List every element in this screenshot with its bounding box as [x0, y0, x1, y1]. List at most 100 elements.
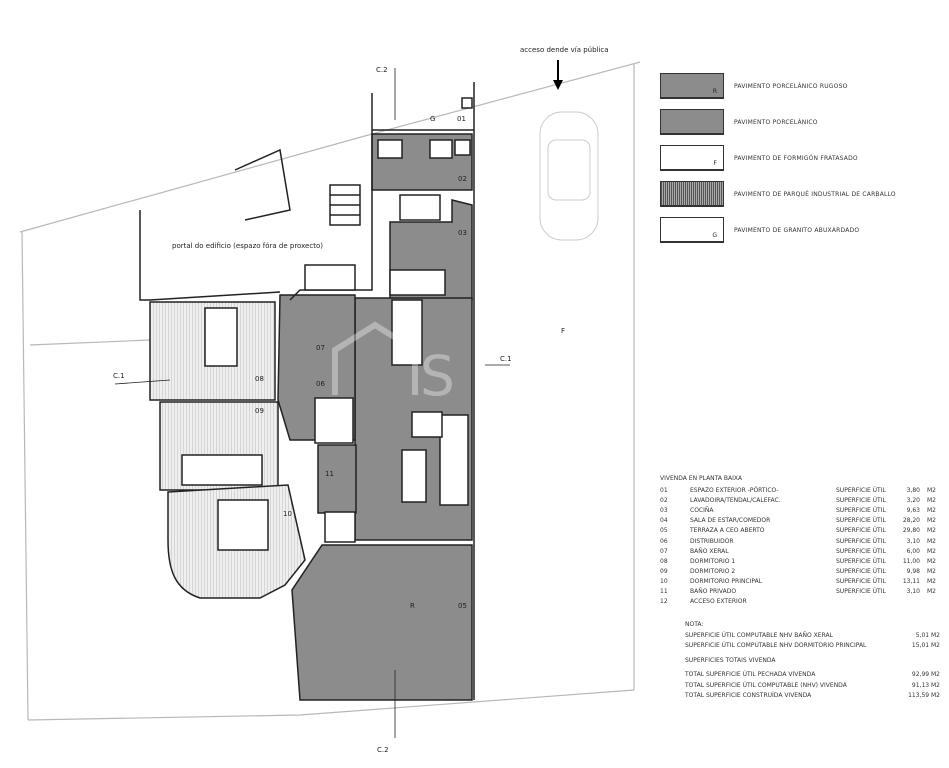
area-num: 02	[660, 497, 668, 505]
area-num: 06	[660, 537, 668, 545]
legend-label: PAVIMENTO PORCELÁNICO RUGOSO	[734, 82, 848, 90]
area-type: SUPERFICIE ÚTIL	[836, 507, 886, 515]
area-type: SUPERFICIE ÚTIL	[836, 517, 886, 525]
svg-text:S: S	[420, 344, 455, 408]
area-num: 05	[660, 527, 668, 535]
room-label-02: 02	[458, 175, 467, 183]
legend-code: R	[712, 88, 717, 95]
totals-title: SUPERFICIES TOTAIS VIVENDA	[685, 656, 776, 664]
area-name: LAVADOIRA/TENDAL/CALEFAC.	[690, 497, 781, 505]
area-type: SUPERFICIE ÚTIL	[836, 487, 886, 495]
legend-item: PAVIMENTO PORCELÁNICO	[660, 104, 896, 140]
section-lines	[114, 68, 510, 738]
room-label-11: 11	[325, 470, 334, 478]
area-name: DORMITORIO 1	[690, 557, 736, 565]
legend-item: R PAVIMENTO PORCELÁNICO RUGOSO	[660, 68, 896, 104]
area-unit: M2	[927, 557, 936, 565]
area-type: SUPERFICIE ÚTIL	[836, 577, 886, 585]
note-row: SUPERFICIE ÚTIL COMPUTABLE NHV DORMITORI…	[685, 641, 940, 652]
total-label: TOTAL SUPERFICIE ÚTIL PECHADA VIVENDA	[685, 671, 816, 678]
area-name: DORMITORIO PRINCIPAL	[690, 577, 763, 585]
total-value: 92,99 M2	[911, 671, 940, 678]
legend-code: G	[712, 232, 717, 239]
walls	[139, 82, 475, 700]
area-value: 28,20	[902, 517, 920, 525]
area-num: 09	[660, 567, 668, 575]
arrow-down-icon	[553, 60, 563, 90]
room-label-r: R	[410, 602, 415, 610]
area-value: 3,80	[906, 487, 920, 495]
legend: R PAVIMENTO PORCELÁNICO RUGOSO PAVIMENTO…	[660, 68, 896, 248]
area-value: 11,00	[902, 557, 920, 565]
area-unit: M2	[927, 577, 936, 585]
area-unit: M2	[927, 567, 936, 575]
total-label: TOTAL SUPERFICIE CONSTRUÍDA VIVENDA	[685, 692, 812, 699]
area-name: ACCESO EXTERIOR	[690, 598, 747, 606]
area-value	[894, 597, 920, 607]
room-label-09: 09	[255, 407, 264, 415]
area-unit: M2	[927, 507, 936, 515]
note-label: SUPERFICIE ÚTIL COMPUTABLE NHV DORMITORI…	[685, 642, 867, 649]
access-label: acceso dende vía pública	[520, 46, 609, 54]
area-unit	[920, 597, 936, 607]
area-type: SUPERFICIE ÚTIL	[836, 527, 886, 535]
area-unit: M2	[927, 537, 936, 545]
area-value: 13,11	[902, 577, 920, 585]
area-unit: M2	[927, 497, 936, 505]
area-name: ESPAZO EXTERIOR -PÓRTICO-	[690, 487, 779, 495]
portal-label: portal do edificio (espazo fóra de proxe…	[172, 242, 323, 250]
watermark-logo: S	[332, 321, 455, 408]
section-c2-top: C.2	[376, 66, 388, 74]
legend-swatch: R	[660, 73, 724, 99]
legend-label: PAVIMENTO DE FORMIGÓN FRATASADO	[734, 154, 858, 162]
area-name: COCIÑA	[690, 507, 714, 515]
notes-title: NOTA:	[685, 621, 704, 628]
area-type: SUPERFICIE ÚTIL	[836, 567, 886, 575]
area-name: DISTRIBUIDOR	[690, 537, 734, 545]
area-name: TERRAZA A CEO ABERTO	[690, 527, 765, 535]
area-row: 03 COCIÑA SUPERFICIE ÚTIL 9,63 M2	[660, 506, 940, 516]
area-num: 03	[660, 507, 668, 515]
room-label-f: F	[561, 327, 565, 335]
notes: NOTA: SUPERFICIE ÚTIL COMPUTABLE NHV BAÑ…	[685, 620, 940, 702]
area-type	[836, 597, 894, 607]
area-value: 29,80	[902, 527, 920, 535]
total-label: TOTAL SUPERFICIE ÚTIL COMPUTABLE (NHV) V…	[685, 681, 847, 689]
area-value: 3,20	[906, 497, 920, 505]
area-type: SUPERFICIE ÚTIL	[836, 547, 886, 555]
legend-item: PAVIMENTO DE PARQUÉ INDUSTRIAL DE CARBAL…	[660, 176, 896, 212]
area-unit: M2	[927, 547, 936, 555]
area-unit: M2	[927, 517, 936, 525]
area-num: 10	[660, 577, 668, 585]
section-c1-left: C.1	[113, 372, 125, 380]
room-label-01: 01	[457, 115, 466, 123]
area-unit: M2	[927, 487, 936, 495]
legend-swatch: G	[660, 217, 724, 243]
area-value: 9,63	[906, 507, 920, 515]
area-row: 10 DORMITORIO PRINCIPAL SUPERFICIE ÚTIL 13,…	[660, 577, 940, 587]
area-row: 05 TERRAZA A CEO ABERTO SUPERFICIE ÚTIL 29,…	[660, 526, 940, 536]
area-value: 9,98	[906, 567, 920, 575]
area-num: 11	[660, 588, 668, 596]
room-label-03: 03	[458, 229, 467, 237]
total-row: TOTAL SUPERFICIE ÚTIL COMPUTABLE (NHV) V…	[685, 681, 940, 692]
room-label-10: 10	[283, 510, 292, 518]
area-unit: M2	[927, 588, 936, 596]
area-value: 3,10	[906, 537, 920, 545]
note-value: 15,01 M2	[911, 642, 940, 649]
areas-title: VIVENDA EN PLANTA BAIXA	[660, 475, 743, 482]
legend-swatch: F	[660, 145, 724, 171]
section-c2-bottom: C.2	[377, 746, 389, 754]
area-type: SUPERFICIE ÚTIL	[836, 557, 886, 565]
legend-swatch	[660, 109, 724, 135]
room-label-06: 06	[316, 380, 325, 388]
